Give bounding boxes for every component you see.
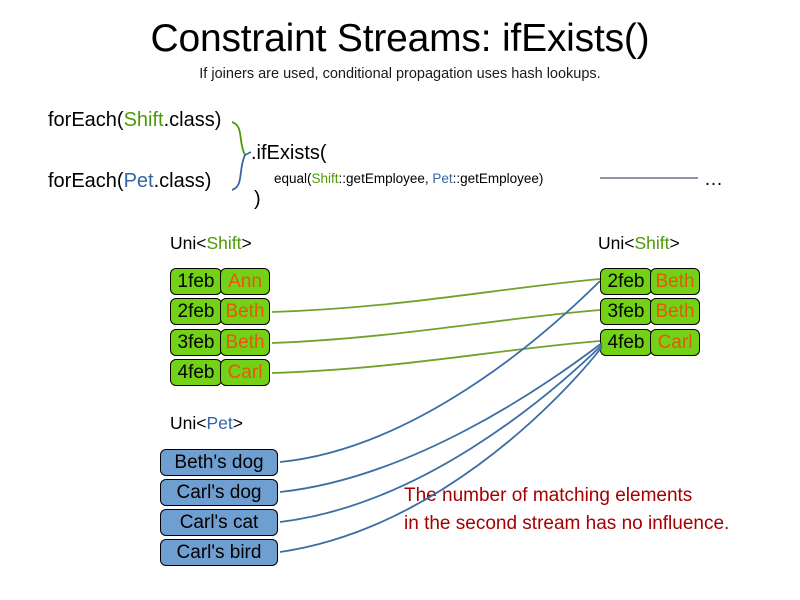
- shift-name-cell: Beth: [220, 329, 270, 356]
- exists-wire-carls-dog: [279, 342, 603, 493]
- label-right-uni-shift: Uni<Shift>: [598, 233, 680, 254]
- uni-prefix: Uni<: [598, 233, 635, 253]
- exists-wire-beths-dog: [279, 280, 601, 463]
- shift-name-cell: Beth: [220, 298, 270, 325]
- code-foreach-prefix-2: forEach(: [48, 170, 124, 192]
- match-wire-4feb: [271, 340, 601, 374]
- code-foreach-prefix: forEach(: [48, 109, 124, 131]
- joiner-suffix: ::getEmployee): [452, 171, 544, 186]
- uni-suffix: >: [232, 413, 243, 433]
- match-wire-3feb: [271, 309, 601, 344]
- shift-name-cell: Carl: [220, 359, 270, 386]
- shift-name-cell: Ann: [220, 268, 270, 295]
- code-foreach-suffix: .class): [163, 109, 222, 131]
- match-wire-2feb: [271, 278, 601, 313]
- uni-type: Pet: [206, 413, 233, 433]
- joiner-type-pet: Pet: [432, 171, 453, 186]
- pet-name-cell: Carl's cat: [160, 509, 278, 536]
- uni-suffix: >: [669, 233, 680, 253]
- code-close-paren: ): [254, 188, 261, 210]
- uni-suffix: >: [241, 233, 252, 253]
- shift-date-cell: 3feb: [170, 329, 222, 356]
- page-title: Constraint Streams: ifExists(): [150, 17, 650, 60]
- shift-date-cell: 1feb: [170, 268, 222, 295]
- code-line-foreach-shift: forEach(Shift.class): [48, 109, 221, 132]
- shift-date-cell: 3feb: [600, 298, 652, 325]
- shift-name-cell: Carl: [650, 329, 700, 356]
- joiner-type-shift: Shift: [311, 171, 339, 186]
- brace-pet-curve: [231, 154, 246, 191]
- annotation-line-1: The number of matching elements: [404, 485, 693, 506]
- uni-type: Shift: [206, 233, 242, 253]
- shift-name-cell: Beth: [650, 298, 700, 325]
- page-subtitle: If joiners are used, conditional propaga…: [199, 66, 601, 82]
- pet-name-cell: Carl's dog: [160, 479, 278, 506]
- shift-date-cell: 4feb: [600, 329, 652, 356]
- code-ifexists-open: .ifExists(: [251, 142, 327, 164]
- code-type-shift: Shift: [123, 109, 164, 131]
- shift-date-cell: 2feb: [170, 298, 222, 325]
- uni-prefix: Uni<: [170, 413, 207, 433]
- uni-type: Shift: [634, 233, 670, 253]
- uni-prefix: Uni<: [170, 233, 207, 253]
- annotation-note: The number of matching elements in the se…: [404, 482, 729, 537]
- joiner-mid: ::getEmployee,: [338, 171, 433, 186]
- annotation-line-2: in the second stream has no influence.: [404, 512, 730, 534]
- label-uni-pet: Uni<Pet>: [170, 413, 243, 434]
- label-left-uni-shift: Uni<Shift>: [170, 233, 252, 254]
- shift-date-cell: 2feb: [600, 268, 652, 295]
- code-foreach-suffix-2: .class): [153, 170, 212, 192]
- pet-name-cell: Beth's dog: [160, 449, 278, 476]
- joiner-prefix: equal(: [274, 171, 312, 186]
- code-type-pet: Pet: [123, 170, 154, 192]
- code-line-foreach-pet: forEach(Pet.class): [48, 170, 211, 193]
- code-ellipsis: …: [704, 169, 723, 190]
- pet-name-cell: Carl's bird: [160, 539, 278, 566]
- shift-date-cell: 4feb: [170, 359, 222, 386]
- shift-name-cell: Beth: [650, 268, 700, 295]
- brace-shift-curve: [231, 121, 246, 156]
- code-joiner-equal: equal(Shift::getEmployee, Pet::getEmploy…: [274, 171, 543, 186]
